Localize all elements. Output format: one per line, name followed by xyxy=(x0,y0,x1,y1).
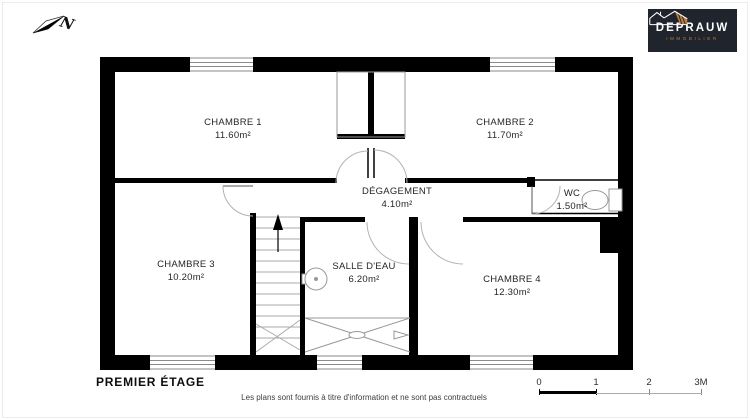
room-name: CHAMBRE 1 xyxy=(204,117,262,128)
plan-title: PREMIER ÉTAGE xyxy=(96,375,205,389)
room-label-degagement: DÉGAGEMENT 4.10m² xyxy=(362,186,432,211)
outer-walls xyxy=(100,57,633,370)
logo-deprauw: DEPRAUW IMMOBILIER xyxy=(648,9,737,52)
room-name: SALLE D'EAU xyxy=(332,261,396,272)
door-salle-deau xyxy=(366,221,410,265)
room-area: 10.20m² xyxy=(167,271,205,283)
window-chambre-2 xyxy=(490,57,555,72)
stairs-up-arrow xyxy=(273,214,283,230)
windows xyxy=(150,57,555,370)
shower-icon xyxy=(304,317,411,353)
scale-bar: 0 1 2 3M xyxy=(534,377,708,401)
window-chambre-1 xyxy=(190,57,253,72)
door-chambre-1 xyxy=(335,150,369,184)
door-chambre-4 xyxy=(420,221,464,265)
stairs xyxy=(255,214,301,353)
room-name: CHAMBRE 4 xyxy=(483,274,541,285)
fixtures xyxy=(301,188,623,353)
scale-tick xyxy=(649,389,650,395)
room-label-chambre-2: CHAMBRE 2 11.70m² xyxy=(476,117,534,142)
scale-tick-label: 2 xyxy=(646,377,652,388)
wall-notch xyxy=(600,217,633,253)
room-area: 6.20m² xyxy=(348,273,380,285)
window-salle-deau xyxy=(317,355,362,370)
scale-tick-label: 1 xyxy=(593,377,599,388)
door-chambre-3 xyxy=(222,185,254,217)
room-name: WC xyxy=(563,188,581,199)
room-label-chambre-1: CHAMBRE 1 11.60m² xyxy=(204,117,262,142)
room-area: 1.50m² xyxy=(556,200,588,212)
window-chambre-3 xyxy=(150,355,215,370)
house-icon xyxy=(649,10,688,26)
interior-walls xyxy=(115,72,618,355)
closet-outline xyxy=(336,71,406,138)
door-wc xyxy=(531,185,561,215)
scale-tick xyxy=(701,389,702,395)
scale-tick-label: 3M xyxy=(694,377,708,388)
room-name: CHAMBRE 3 xyxy=(157,259,215,270)
scale-segment-line xyxy=(596,393,702,394)
room-label-salle-deau: SALLE D'EAU 6.20m² xyxy=(332,261,395,286)
room-label-wc: WC 1.50m² xyxy=(556,188,587,213)
logo-tagline: IMMOBILIER xyxy=(666,35,719,41)
door-chambre-2 xyxy=(373,149,408,184)
room-area: 4.10m² xyxy=(381,198,413,210)
scale-tick xyxy=(596,389,597,395)
scale-tick-label: 0 xyxy=(536,377,542,388)
sink-icon xyxy=(301,267,328,291)
north-label: N xyxy=(57,12,78,34)
room-label-chambre-3: CHAMBRE 3 10.20m² xyxy=(157,259,215,284)
toilet-icon xyxy=(581,188,623,212)
room-label-chambre-4: CHAMBRE 4 12.30m² xyxy=(483,274,541,299)
room-name: CHAMBRE 2 xyxy=(476,117,534,128)
room-area: 11.70m² xyxy=(487,129,523,141)
window-chambre-4 xyxy=(470,355,533,370)
door-swings xyxy=(222,149,561,265)
room-area: 11.60m² xyxy=(215,129,251,141)
disclaimer: Les plans sont fournis à titre d'informa… xyxy=(241,393,487,402)
room-area: 12.30m² xyxy=(493,286,531,298)
room-name: DÉGAGEMENT xyxy=(361,186,433,197)
scale-segment-solid xyxy=(539,391,596,394)
north-arrow-icon: N xyxy=(32,12,78,34)
